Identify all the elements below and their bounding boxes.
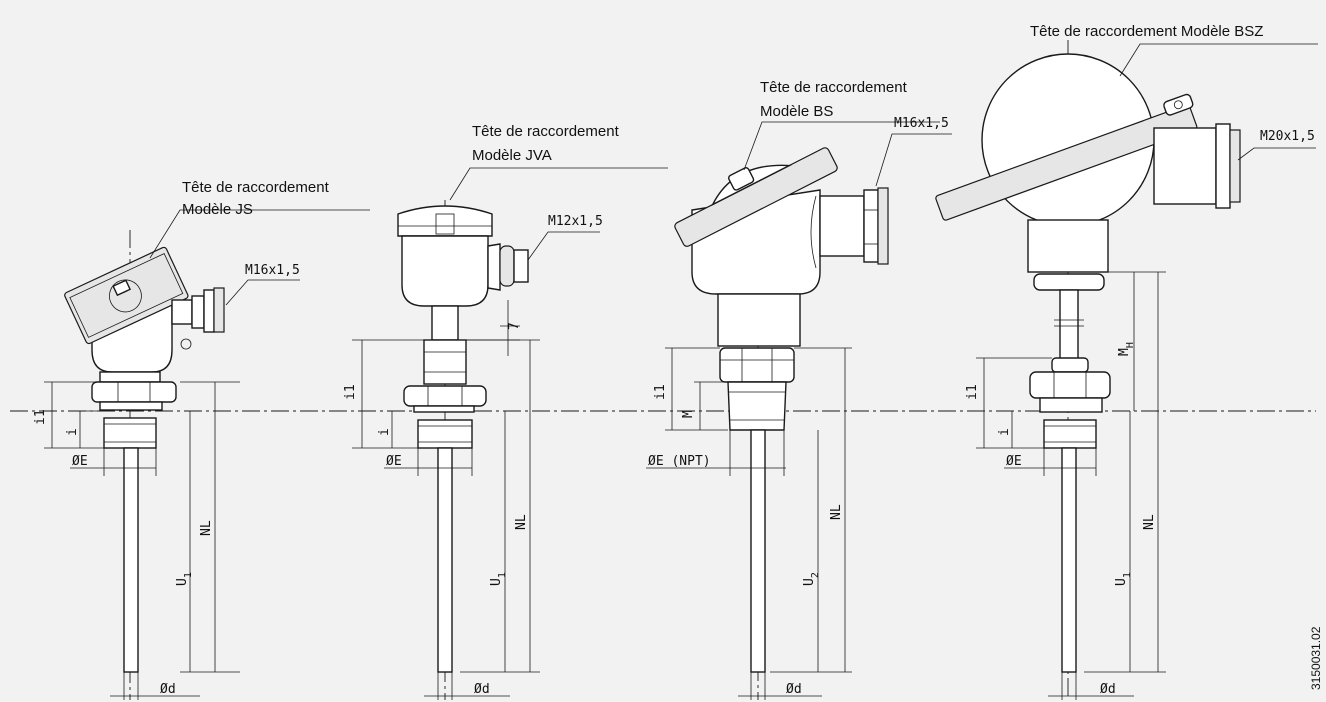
bs-gland-nut bbox=[863, 189, 879, 263]
bsz-title: Tête de raccordement Modèle BSZ bbox=[1030, 23, 1263, 40]
figure-code: 3150031.02 bbox=[1309, 626, 1323, 690]
jva-dim-U: U1 bbox=[489, 572, 508, 586]
js-gland-nut bbox=[191, 295, 205, 329]
js-dim-NL: NL bbox=[199, 520, 214, 536]
js-dim-i: i bbox=[65, 428, 80, 436]
bsz-gland-nut bbox=[1215, 123, 1231, 209]
bs-dim-diam-d: Ød bbox=[786, 682, 802, 697]
bsz-sheath bbox=[1061, 447, 1077, 673]
bs-title-line1: Tête de raccordement bbox=[760, 79, 908, 96]
bsz-title-leader bbox=[1119, 43, 1318, 77]
jva-dome bbox=[397, 205, 493, 237]
bsz-gland-thread bbox=[1229, 129, 1241, 203]
bsz-dim-NL: NL bbox=[1142, 514, 1157, 530]
js-thread-label: M16x1,5 bbox=[245, 263, 300, 278]
bs-thread-leader bbox=[875, 133, 952, 187]
js-gland-cap bbox=[203, 289, 215, 333]
jva-dim-NL: NL bbox=[514, 514, 529, 530]
jva-gland-nut bbox=[499, 245, 515, 287]
bs-npt-thread bbox=[727, 381, 787, 431]
js-title-leader bbox=[149, 209, 370, 259]
bs-hex-nut bbox=[719, 347, 795, 383]
bsz-lid bbox=[935, 93, 1198, 221]
head-bs-assembly bbox=[646, 121, 952, 700]
js-thread bbox=[103, 417, 157, 449]
bs-gland-thread bbox=[877, 187, 889, 265]
bs-title-line2: Modèle BS bbox=[760, 103, 833, 120]
bsz-extension bbox=[1059, 289, 1079, 361]
jva-dim-i1: i1 bbox=[343, 384, 358, 400]
js-thread-leader bbox=[225, 279, 300, 306]
jva-stem bbox=[431, 305, 459, 341]
bsz-gland-body bbox=[1153, 127, 1217, 205]
bs-dim-M: M bbox=[681, 410, 696, 418]
jva-dim-7: 7 bbox=[507, 322, 522, 330]
jva-dim-diam-E: ØE bbox=[386, 454, 402, 469]
js-hex-nut bbox=[91, 381, 177, 403]
bs-dim-U: U2 bbox=[802, 572, 821, 586]
jva-dim-diam-d: Ød bbox=[474, 682, 490, 697]
js-dim-diam-d: Ød bbox=[160, 682, 176, 697]
jva-body bbox=[401, 235, 489, 307]
bsz-thread bbox=[1043, 419, 1097, 449]
js-title-line2: Modèle JS bbox=[182, 201, 253, 218]
jva-thread bbox=[417, 419, 473, 449]
bs-dim-i1: i1 bbox=[653, 384, 668, 400]
bsz-dim-MH: MH bbox=[1117, 342, 1136, 356]
js-lid bbox=[64, 246, 189, 345]
bs-sheath bbox=[750, 429, 766, 673]
bs-gland-body bbox=[819, 195, 865, 257]
bsz-thread-leader bbox=[1237, 147, 1316, 161]
head-jva-assembly bbox=[352, 167, 668, 700]
head-js-assembly bbox=[44, 209, 370, 700]
bsz-hex-nut bbox=[1029, 371, 1111, 399]
bs-stem bbox=[717, 293, 801, 347]
bs-title-leader bbox=[743, 121, 940, 171]
bsz-thread-label: M20x1,5 bbox=[1260, 129, 1315, 144]
js-sheath bbox=[123, 447, 139, 673]
bs-thread-label: M16x1,5 bbox=[894, 116, 949, 131]
jva-title-line1: Tête de raccordement bbox=[472, 123, 620, 140]
js-neck bbox=[99, 371, 161, 383]
bs-dim-NL: NL bbox=[829, 504, 844, 520]
head-bsz-assembly bbox=[935, 40, 1318, 700]
jva-title-leader bbox=[449, 167, 668, 201]
js-gland-thread bbox=[213, 287, 225, 333]
bsz-dim-i: i bbox=[997, 428, 1012, 436]
bsz-stem bbox=[1027, 219, 1109, 273]
js-collar bbox=[99, 401, 163, 411]
bsz-nut-upper bbox=[1033, 273, 1105, 291]
jva-title-line2: Modèle JVA bbox=[472, 147, 552, 164]
jva-hex-nut bbox=[403, 385, 487, 407]
js-dim-i1: i1 bbox=[33, 409, 48, 425]
jva-sheath bbox=[437, 447, 453, 673]
js-title-line1: Tête de raccordement bbox=[182, 179, 330, 196]
bsz-dim-diam-d: Ød bbox=[1100, 682, 1116, 697]
jva-gland-base bbox=[487, 243, 501, 291]
js-dim-diam-E: ØE bbox=[72, 454, 88, 469]
bs-lid bbox=[674, 147, 838, 247]
jva-thread-label: M12x1,5 bbox=[548, 214, 603, 229]
js-dim-U: U1 bbox=[175, 572, 194, 586]
jva-gland-cap bbox=[513, 249, 529, 283]
jva-dim-i: i bbox=[377, 428, 392, 436]
jva-coupling bbox=[423, 339, 467, 385]
js-gland-body bbox=[171, 299, 193, 325]
jva-thread-leader bbox=[527, 231, 600, 261]
bsz-dim-U: U1 bbox=[1114, 572, 1133, 586]
bsz-dim-diam-E: ØE bbox=[1006, 454, 1022, 469]
bsz-dim-i1: i1 bbox=[965, 384, 980, 400]
bs-dim-diam-E: ØE (NPT) bbox=[648, 454, 711, 469]
